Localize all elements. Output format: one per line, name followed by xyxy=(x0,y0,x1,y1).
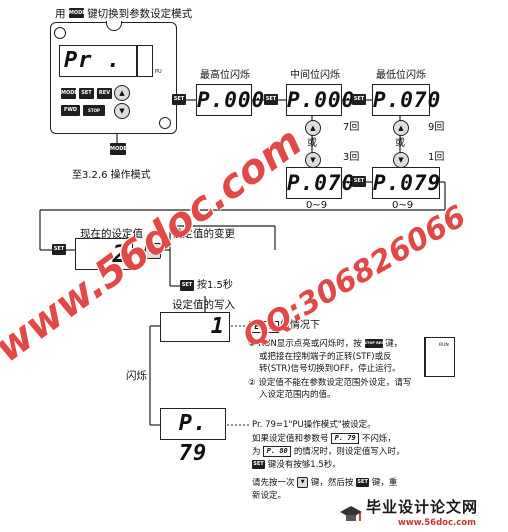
low-down-key[interactable]: ▼ xyxy=(393,152,409,168)
panel-screw-tl xyxy=(54,27,66,39)
note3-text-d-pre: 为 xyxy=(252,447,261,457)
column-title-mid: 中间位闪烁 xyxy=(290,70,340,81)
note2-line1: ② 设定值不能在参数设定范围外设定，请写 xyxy=(248,378,412,388)
note3-text-e: 键没有按够1.5秒。 xyxy=(267,460,341,470)
final-display: P. 79 xyxy=(160,408,226,466)
note4-text-c: 键，重 xyxy=(371,478,398,488)
write-value-display: 1 xyxy=(160,312,230,342)
note3-line4: SET 键没有按够1.5秒。 xyxy=(252,460,341,470)
note4-set-key[interactable]: SET xyxy=(356,478,370,487)
mid-times-down: 3回 xyxy=(343,152,360,163)
panel-display: Pr . xyxy=(59,45,137,77)
panel-screw-br xyxy=(159,117,171,129)
footer-logo: 毕业设计论文网 www.56doc.com xyxy=(338,496,506,530)
low-or: 或 xyxy=(395,138,405,149)
note3-line3: 为 P. 80 的情况时，则设定值写入时， xyxy=(252,446,404,457)
run-indicator-box: RUN xyxy=(424,337,455,377)
operation-panel: Pr . PU MODE SET REV ▲ FWD STOP RESET ▼ xyxy=(50,21,177,134)
panel-down-key[interactable]: ▼ xyxy=(114,103,130,119)
note4-line1: 请先按一次 ▼ 键，然后按 SET 键，重 xyxy=(252,477,397,488)
panel-notch xyxy=(106,21,122,31)
set-key-2[interactable]: SET xyxy=(264,94,278,105)
mid-or: 或 xyxy=(307,138,317,149)
display-mid-result: P.070 xyxy=(286,167,354,199)
note3-text-d-post: 的情况时，则设定值写入时， xyxy=(293,447,405,457)
column-title-low: 最低位闪烁 xyxy=(376,70,426,81)
note3-display1: P. 79 xyxy=(331,433,360,444)
run-indicator-label: RUN xyxy=(439,343,449,348)
change-value-label: 设定值的变更 xyxy=(172,228,235,240)
note1-line3: 转(STR)信号切换到OFF，停止运行。 xyxy=(259,364,401,374)
write-value-label: 设定值的写入 xyxy=(172,299,235,311)
set-key-5[interactable]: SET xyxy=(52,244,66,255)
panel-rev-key[interactable]: REV xyxy=(97,88,112,99)
note3-set-key[interactable]: SET xyxy=(252,460,265,469)
note3-line2: 如果设定值和参数号 P. 79 不闪烁， xyxy=(252,433,396,444)
mid-range: 0~9 xyxy=(306,200,328,211)
footer-logo-icon xyxy=(338,502,364,526)
low-range: 0~9 xyxy=(392,200,414,211)
display-low-result: P.079 xyxy=(372,167,440,199)
low-times-down: 1回 xyxy=(428,152,445,163)
top-instruction-pre: 用 xyxy=(55,8,66,20)
note4-text-a: 请先按一次 xyxy=(252,478,295,488)
panel-unit-box xyxy=(137,45,153,77)
top-instruction-post: 键切换到参数设定模式 xyxy=(87,8,193,20)
display-mid: P.000 xyxy=(286,84,354,116)
display-low: P.070 xyxy=(372,84,440,116)
note4-text-b: 键，然后按 xyxy=(310,478,354,488)
mid-times-up: 7回 xyxy=(343,122,360,133)
change-down-key[interactable]: ▼ xyxy=(145,243,161,259)
footer-url: www.56doc.com xyxy=(398,518,476,528)
note1-line2: 或把接在控制端子的正转(STF)或反 xyxy=(259,352,392,362)
note1-line1: ① RUN显示点亮或闪烁时，按 STOP RESET 键， xyxy=(248,339,402,349)
current-value-label: 现在的设定值 xyxy=(80,228,143,240)
note2-line2: 入设定范围内的值。 xyxy=(259,390,336,400)
set-key-1[interactable]: SET xyxy=(172,94,186,105)
note3-display2: P. 80 xyxy=(263,446,292,457)
set-key-hold[interactable]: SET xyxy=(180,280,194,291)
current-value-display: 2 xyxy=(75,238,133,270)
note4-down-key[interactable]: ▼ xyxy=(297,477,309,488)
note1-text-b: 键， xyxy=(385,339,403,349)
set-key-3[interactable]: SET xyxy=(352,94,366,105)
panel-set-key[interactable]: SET xyxy=(79,88,94,99)
low-times-up: 9回 xyxy=(428,122,445,133)
flash-label: 闪烁 xyxy=(126,370,147,382)
error-suffix: 的情况下 xyxy=(280,320,320,331)
display-high: P.000 xyxy=(196,84,264,116)
panel-fwd-key[interactable]: FWD xyxy=(61,105,80,116)
column-title-high: 最高位闪烁 xyxy=(200,70,250,81)
graduation-cap-icon xyxy=(340,506,362,521)
panel-unit: PU xyxy=(155,69,162,75)
note3-line1: Pr. 79=1"PU操作模式"被设定。 xyxy=(252,420,376,430)
error-display: Er 1 xyxy=(249,321,279,333)
top-instruction: 用 MODE 键切换到参数设定模式 xyxy=(55,8,192,20)
mid-up-key[interactable]: ▲ xyxy=(305,120,321,136)
mode-key-inline[interactable]: MODE xyxy=(68,8,86,18)
press-duration-label: 按1.5秒 xyxy=(197,280,233,291)
to-section-text: 至3.2.6 操作模式 xyxy=(72,170,151,181)
set-key-4[interactable]: SET xyxy=(352,176,366,187)
low-up-key[interactable]: ▲ xyxy=(393,120,409,136)
note1-text-a: ① RUN显示点亮或闪烁时，按 xyxy=(248,339,362,349)
note3-text-b: 如果设定值和参数号 xyxy=(252,434,329,444)
footer-title: 毕业设计论文网 xyxy=(366,498,479,516)
note4-line2: 新设定。 xyxy=(252,491,287,501)
note1-stop-key[interactable]: STOP RESET xyxy=(364,339,389,348)
mode-key[interactable]: MODE xyxy=(110,143,127,155)
panel-stop-reset-key[interactable]: STOP RESET xyxy=(83,105,105,124)
panel-mode-key[interactable]: MODE xyxy=(61,88,78,99)
panel-up-key[interactable]: ▲ xyxy=(114,85,130,101)
note3-text-c: 不闪烁， xyxy=(361,434,396,444)
